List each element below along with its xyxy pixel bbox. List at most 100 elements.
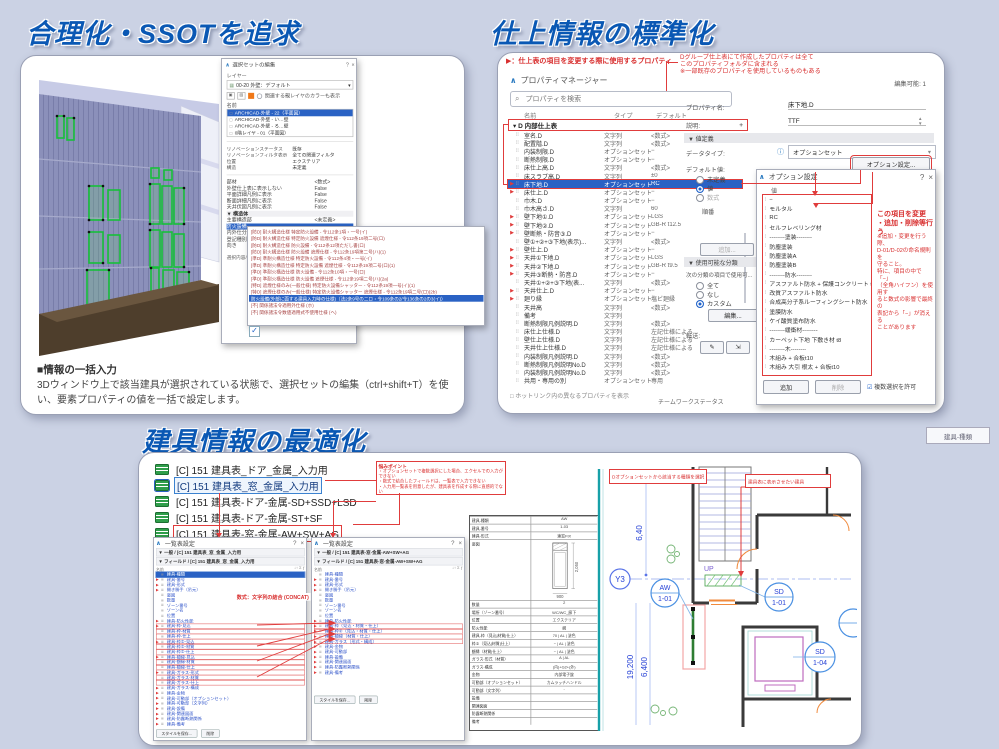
field-row[interactable]: ▶ ≣ 建具-額縁-仕上 (156, 665, 305, 670)
dropdown-option[interactable]: [準D] 準耐火構造仕様 特定防火設備 - 令112条4項・一号(イ) (251, 256, 372, 262)
property-row[interactable]: ▶ ⁞⁞ 内装制限.D オプションセット − (516, 148, 655, 156)
field-row[interactable]: ▶ ≣ 建具-枠（見込・材質・仕上） (314, 624, 463, 629)
field-row[interactable]: ▶ ≣ 位置 (160, 614, 176, 619)
table-row[interactable]: 可動部（文字列） - (470, 685, 598, 694)
field-row[interactable]: ▶ ≣ 姿図 (160, 593, 176, 598)
property-row[interactable]: ▶ ⁞⁞ 壁下地②.D オプションセット GB-R t12.5 (508, 221, 742, 230)
help-icon[interactable]: ? (919, 172, 925, 182)
property-row[interactable]: ▶ ⁞⁞ 床仕上高.D 文字列 <数式> (516, 164, 671, 173)
field-row[interactable]: ▶ ≣ 数量 (318, 598, 334, 603)
table-row[interactable]: 金物 内部電子錠 (470, 670, 598, 678)
table-row[interactable]: ガラス-構成 (内)+G2+(外) (470, 662, 598, 671)
dropdown-option[interactable]: [不] 関係諸法令数値適用式不使用仕様 (ヘ) (251, 310, 337, 316)
save-style-button[interactable]: スタイルを保存... (156, 729, 198, 738)
field-row[interactable]: ▶ ≣ 建具-枠②-仕上 (156, 649, 305, 654)
table-row[interactable]: ガラス-形式（材質） A | AL (470, 654, 598, 663)
3d-viewport[interactable] (33, 64, 225, 360)
layer-list-item[interactable]: ◻ ARCHICAD-外壁 - 22（平面図） (227, 109, 353, 117)
layer-color-radio[interactable] (256, 93, 263, 99)
spinner-icon[interactable]: ▲▼ (918, 116, 923, 126)
field-row[interactable]: ▶ ≣ 建具-防露断熱関係 (156, 717, 202, 722)
radio-all[interactable] (696, 281, 704, 290)
radio-expression[interactable] (696, 193, 704, 202)
property-row[interactable]: ▶ ⁞⁞ 断熱制限凡例説明No.D 文字列 <数式> (516, 361, 671, 369)
dropdown-option[interactable]: [準D] 準耐火構造仕様 防火設備 遮煙仕様 - 令112条19項二号(ハ)(2… (251, 276, 389, 282)
field-row[interactable]: ▶ ≣ 建具-番号 (156, 577, 186, 583)
fill-toggle-icon[interactable]: ▨ (237, 92, 246, 100)
field-row[interactable]: ▶ ≣ 建具-枠-材質 (156, 629, 305, 634)
property-row[interactable]: ▶ ⁞⁞ 床仕上.D オプションセット − (508, 188, 742, 197)
field-row[interactable]: ▶ ≣ 建具-番号 (314, 577, 344, 583)
field-row[interactable]: ▶ ≣ 建具-金物 (314, 644, 344, 650)
option-item[interactable]: ⁞ 木組み 大引 根太 + 合板t10 (765, 363, 840, 372)
property-row[interactable]: 部材 <数式> (226, 178, 331, 185)
multi-select-checkbox[interactable]: ☑ 複数選択を許可 (867, 385, 917, 391)
general-header[interactable]: ▼ 一般 / [C] 151 建具表-窓-金属-AW+SW+AG (314, 548, 463, 557)
delete-button[interactable]: 削除 (358, 695, 378, 704)
field-row[interactable]: ▶ ≣ ゾーン名 (318, 608, 342, 614)
option-item[interactable]: ⁞ 防塵塗装B (765, 261, 797, 270)
field-row[interactable]: ▶ ≣ 建具-枠②-材質 (156, 644, 305, 649)
option-item[interactable]: ⁞ RC (765, 215, 778, 222)
option-item[interactable]: ⁞ 防塵塗装A (765, 252, 797, 260)
help-icon[interactable]: ? (345, 62, 349, 69)
property-row[interactable]: ▶ ⁞⁞ 天井仕上.D オプションセット − (508, 287, 742, 296)
field-row[interactable]: ▶ ≣ 建具-種類 (155, 571, 306, 578)
color-swatch[interactable] (248, 92, 255, 99)
field-row[interactable]: ▶ ≣ 建具-金物 (156, 691, 186, 696)
help-icon[interactable]: ? (293, 540, 297, 547)
field-row[interactable]: ▶ ≣ 姿図 (318, 593, 334, 598)
property-row[interactable]: ▶ ⁞⁞ 天井高 文字列 <数式> (516, 304, 671, 312)
layer-list-item[interactable]: ◻ ARCHICAD-外壁 - い…壁 (229, 117, 289, 123)
property-row[interactable]: 平面詳細凡例に表示 False (226, 191, 327, 198)
field-row[interactable]: ▶ ≣ 数量 (160, 598, 176, 603)
field-row[interactable]: ▶ ≣ 建具-防火性能 (314, 619, 352, 624)
column-type[interactable]: タイプ (614, 113, 633, 120)
field-row[interactable]: ▶ ≣ ゾーン番号 (160, 603, 188, 608)
option-item[interactable]: ⁞ 塗膜防水 (765, 308, 793, 316)
option-item[interactable]: ⁞ 防塵塗装 (765, 243, 793, 251)
property-row[interactable]: 断面詳細凡例に表示 False (226, 197, 327, 204)
property-row[interactable]: ▶ ⁞⁞ 廻り縁 オプションセット 塩ビ廻縁 (508, 295, 742, 304)
property-row[interactable]: ▶ ⁞⁞ 床スラブ高.D 文字列 ±0 (516, 173, 658, 181)
radio-none[interactable] (696, 290, 704, 299)
close-icon[interactable]: × (300, 540, 304, 547)
field-row[interactable]: ▶ ≣ 建具-備考 (156, 722, 186, 727)
field-row[interactable]: ▶ ≣ 建具-枠②-見込 (156, 639, 305, 644)
table-row[interactable]: 建具-番号 1-03 (470, 523, 598, 532)
hotlink-checkbox[interactable]: □ ホットリンク内の異なるプロパティを表示 (510, 394, 629, 400)
dropdown-option[interactable]: [準D] 準耐火構造仕様 特定防火設備 遮煙仕様 - 令112条19項二号(ロ)… (251, 263, 395, 269)
field-row[interactable]: ▶ ≣ 建具-関連図面 (156, 711, 194, 717)
property-row[interactable]: ▶ ⁞⁞ 断熱制限.D オプションセット − (516, 156, 655, 165)
dropdown-option[interactable]: [特D] 遮煙仕様のみ(一般仕様) 特定防火設備シャッター 遮煙仕様 - 令11… (251, 290, 437, 295)
field-row[interactable]: ▶ ≣ 建具-備考 (314, 670, 344, 675)
delete-button[interactable]: 削除 (200, 729, 220, 738)
property-row[interactable]: ▶ ⁞⁞ 配置階.D 文字列 <数式> (516, 140, 671, 148)
dropdown-option[interactable]: [防D] 耐火構造仕様 防火設備 遮煙仕様 - 令112条19項第二号(ハ)(1… (251, 250, 386, 255)
option-item[interactable]: ⁞ カーペット下地 下敷き材 t8 (765, 336, 842, 344)
property-row[interactable]: ▶ ⁞⁞ 備考 文字列 (516, 312, 623, 320)
general-header[interactable]: ▼ 一般 / [C] 151 建具表_窓_金属_入力用 (156, 548, 305, 557)
option-item[interactable]: ⁞ --------塗装-------- (765, 233, 812, 242)
layer-dropdown[interactable]: ▦00-20 外壁：デフォルト▾ (226, 80, 354, 90)
property-row[interactable]: ▶ ⁞⁞ 壁仕上仕様.D 文字列 左記仕様による (516, 336, 693, 345)
property-row[interactable]: ▶ ⁞⁞ 天井①+②+③下地(表... 文字列 <数式> (516, 279, 671, 287)
schedule-list-item[interactable]: [C] 151 建具表_窓_金属_入力用 (154, 476, 359, 494)
column-name[interactable]: 名前 (524, 113, 537, 120)
property-row[interactable]: 天井伏図凡例に表示 False (226, 204, 327, 211)
radio-value[interactable] (696, 184, 704, 193)
window-titlebar[interactable]: ∧ プロパティマネージャー (510, 75, 607, 86)
option-item[interactable]: ⁞ モルタル (765, 205, 793, 214)
field-row[interactable]: ▶ ≣ 建具-ガラス-仕上 (156, 680, 305, 685)
option-item[interactable]: ⁞ セルフレベリング材 (765, 224, 822, 233)
column-default[interactable]: デフォルト (656, 113, 687, 120)
field-row[interactable]: ▶ ≣ 建具-可動部（オプションセット） (156, 696, 232, 701)
property-row[interactable]: ▶ ⁞⁞ 天井①下地.D オプションセット LGS (508, 254, 742, 263)
dropdown-option[interactable]: [特D] 遮煙仕様のみ(一般仕様) 特定防火設備シャッター - 令112条19項… (251, 283, 415, 289)
table-row[interactable]: 枠②（見込|材質|仕上） − | AL | 塗色 (470, 639, 598, 647)
field-row[interactable]: ▶ ≣ ゾーン番号 (318, 603, 346, 608)
close-icon[interactable]: × (351, 62, 355, 69)
option-item[interactable]: ⁞ アスファルト防水 + 保護コンクリート t60 (765, 280, 871, 288)
info-icon[interactable]: ⓘ (777, 149, 784, 156)
field-row[interactable]: ▶ ≣ 開き勝手（吊元） (156, 588, 201, 593)
